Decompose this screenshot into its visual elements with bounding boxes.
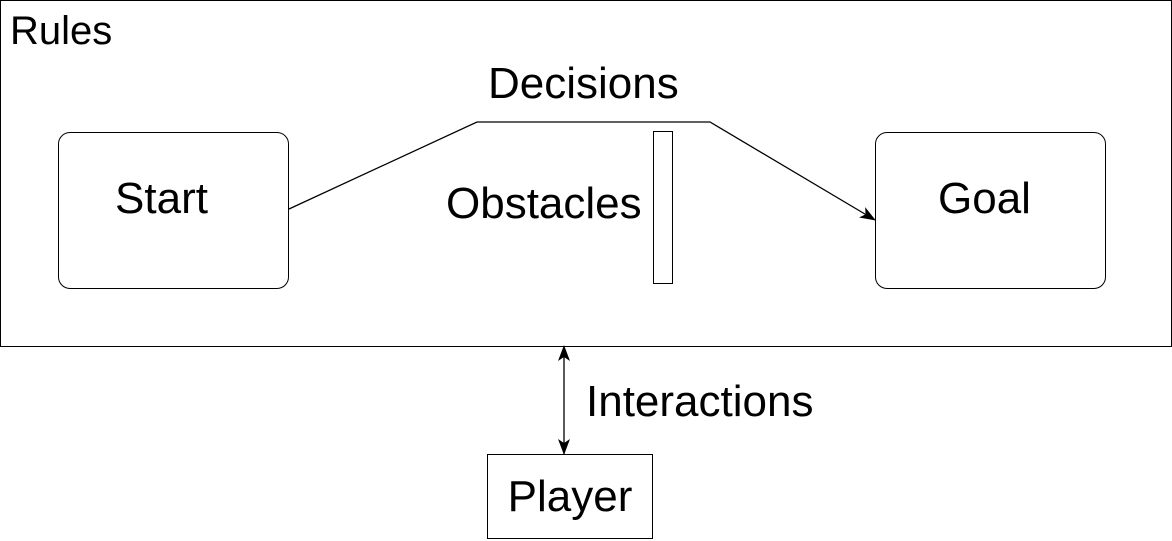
decisions-label: Decisions <box>488 59 679 108</box>
rules-label: Rules <box>10 9 113 53</box>
player-box: Player <box>487 454 653 539</box>
obstacles-label: Obstacles <box>446 179 642 228</box>
start-label: Start <box>115 173 208 223</box>
goal-label: Goal <box>938 173 1031 223</box>
interactions-label: Interactions <box>586 377 814 426</box>
decision-path-arrow <box>288 121 876 221</box>
player-label: Player <box>507 471 633 521</box>
goal-box: Goal <box>875 132 1106 289</box>
obstacle-bar <box>653 131 673 284</box>
start-box: Start <box>58 132 289 289</box>
